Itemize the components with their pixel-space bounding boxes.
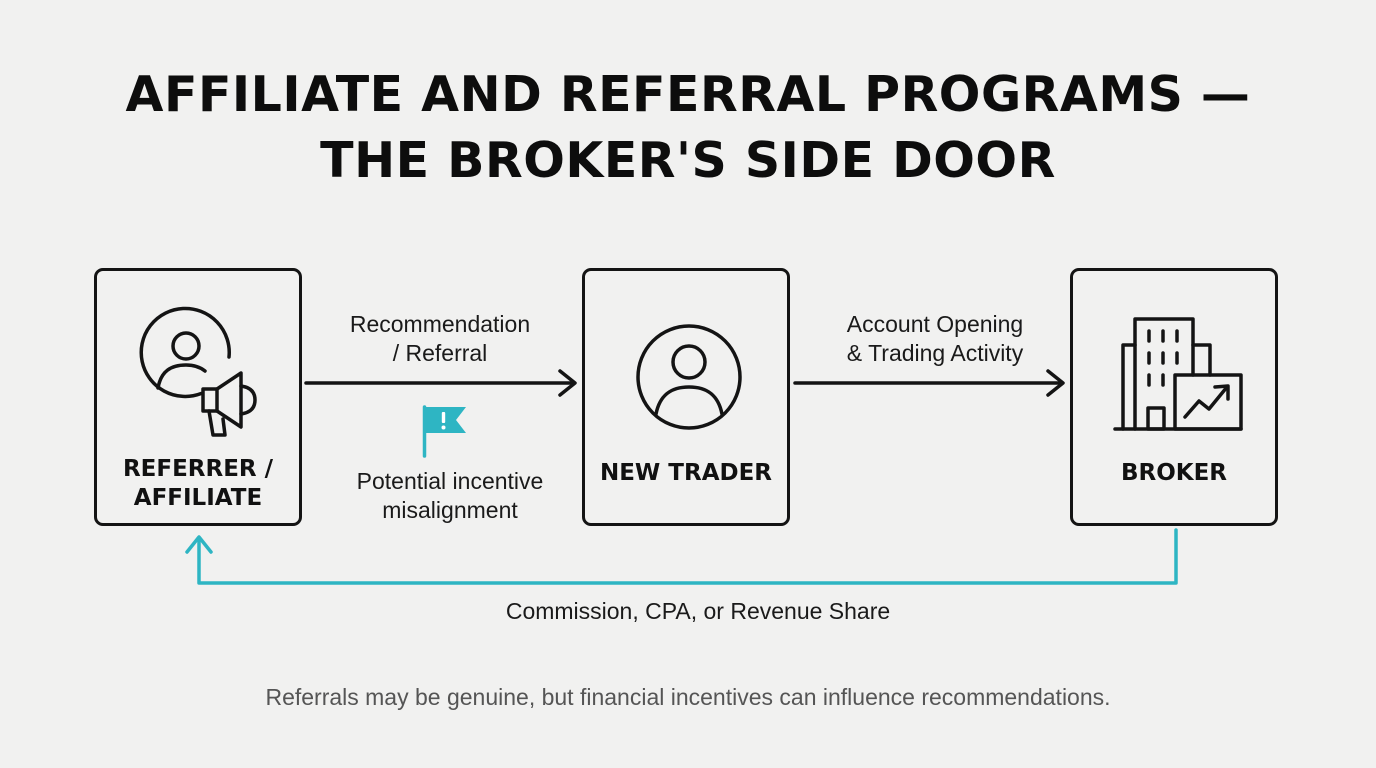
account-edge-label: Account Opening & Trading Activity — [846, 311, 1024, 366]
new-trader-label: NEW TRADER — [599, 460, 773, 486]
broker-node: BROKER — [1070, 268, 1278, 526]
account-arrow — [793, 369, 1065, 397]
referral-edge-label: Recommendation / Referral — [349, 311, 531, 366]
new-trader-node: NEW TRADER — [582, 268, 790, 526]
broker-label: BROKER — [1120, 460, 1228, 486]
warning-label: Potential incentive misalignment — [356, 468, 544, 523]
person-circle-icon — [636, 324, 742, 430]
person-megaphone-icon — [139, 306, 257, 437]
payout-return-arrow — [185, 528, 1178, 585]
building-chart-icon — [1113, 317, 1243, 431]
referral-arrow — [304, 369, 577, 397]
payout-edge-label: Commission, CPA, or Revenue Share — [505, 598, 891, 624]
title-line-1: AFFILIATE AND REFERRAL PROGRAMS — — [125, 66, 1251, 123]
referrer-label: REFERRER / AFFILIATE — [122, 456, 274, 511]
page-title: AFFILIATE AND REFERRAL PROGRAMS — THE BR… — [0, 62, 1376, 194]
referrer-node: REFERRER / AFFILIATE — [94, 268, 302, 526]
footnote: Referrals may be genuine, but financial … — [265, 684, 1111, 710]
warning-flag-icon — [422, 405, 466, 458]
title-line-2: THE BROKER'S SIDE DOOR — [320, 132, 1056, 189]
